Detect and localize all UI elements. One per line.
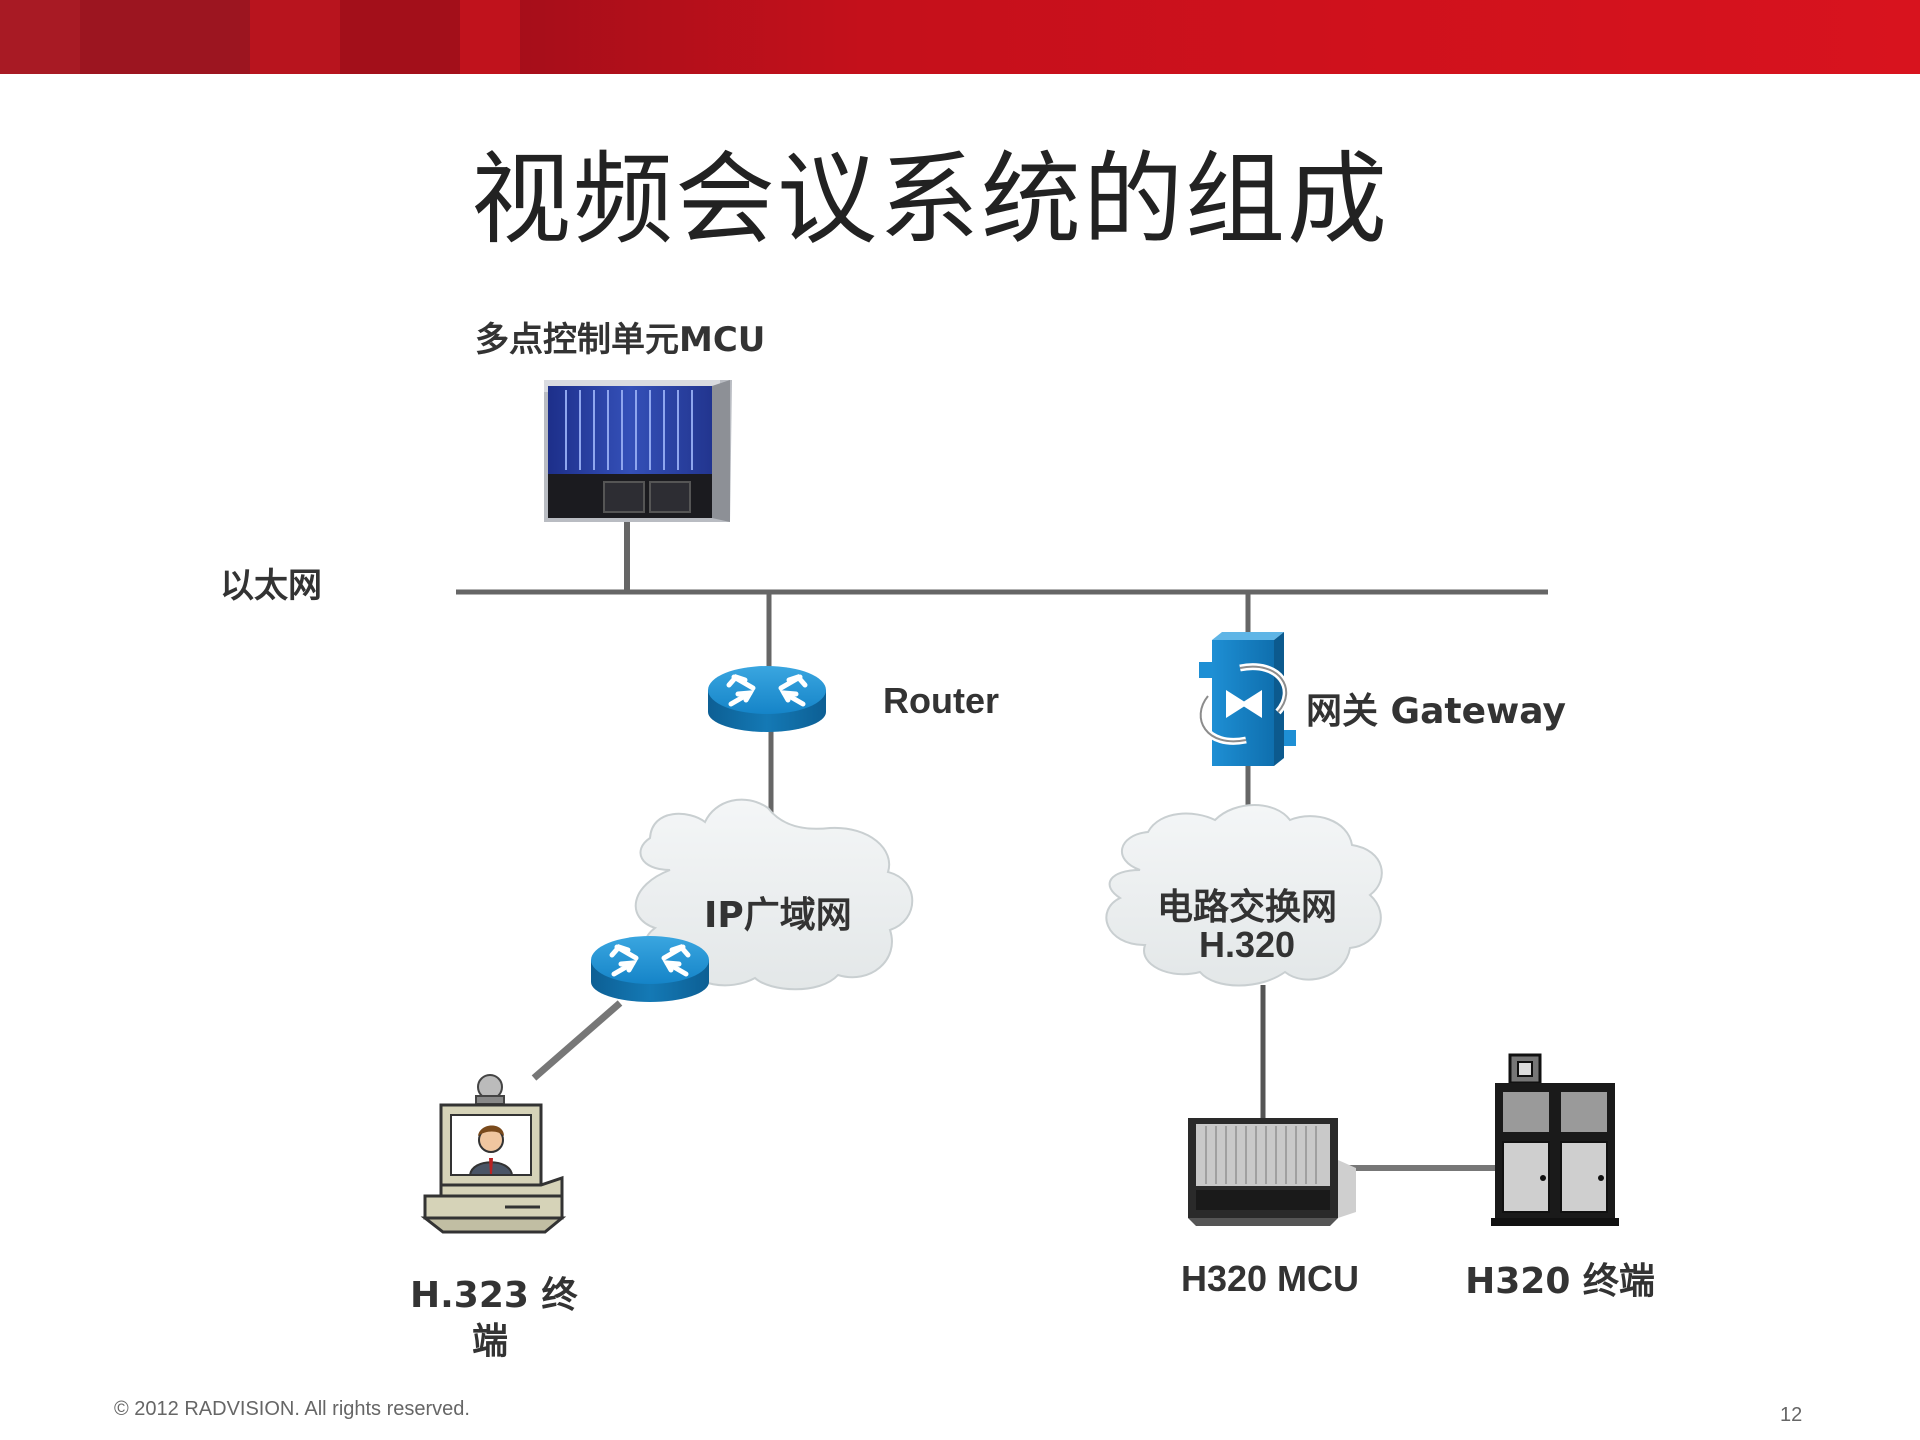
h320-terminal-label: H320 终端 [1465,1261,1655,1302]
terminal-router-line [531,1000,623,1081]
slide-title: 视频会议系统的组成 [471,141,1389,258]
videoconference-terminal-icon [420,1074,567,1234]
gateway-label: 网关 Gateway [1306,691,1566,732]
h323-terminal-label-line2: 端 [471,1321,508,1362]
router-label: Router [883,680,999,721]
ip-wan-label: IP广域网 [704,895,852,936]
circuit-switched-cloud-icon [1105,804,1383,987]
h320-mcu-label: H320 MCU [1180,1258,1360,1299]
router-icon-ethernet [708,666,826,732]
copyright-footer: © 2012 RADVISION. All rights reserved. [114,1398,470,1420]
circuit-net-label-line1: 电路交换网 [1156,887,1337,928]
gateway-icon [1197,632,1296,766]
h323-terminal-label-line1: H.323 终 [410,1275,578,1316]
mcu-server-icon [544,380,732,522]
router-icon-terminal [591,936,709,1002]
mcu-label: 多点控制单元MCU [475,320,766,360]
page-number: 12 [1780,1404,1803,1426]
ethernet-label: 以太网 [220,566,322,606]
h320-terminal-icon [1491,1053,1619,1226]
circuit-net-label-line2: H.320 [1198,924,1296,965]
top-brand-bar [0,0,1920,74]
h320-mcu-icon [1188,1118,1356,1226]
